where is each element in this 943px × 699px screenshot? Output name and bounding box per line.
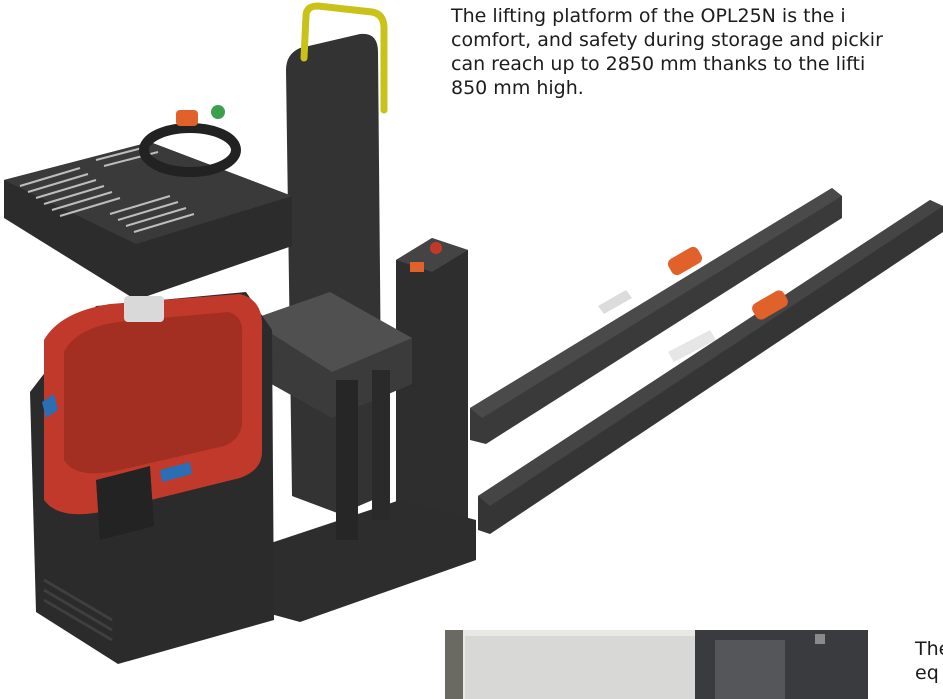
- intro-line: can reach up to 2850 mm thanks to the li…: [451, 53, 866, 75]
- intro-line: 850 mm high.: [451, 77, 584, 99]
- fork-right: [478, 200, 943, 534]
- battery-housing: [30, 292, 274, 664]
- intro-line: The lifting platform of the OPL25N is th…: [451, 5, 846, 27]
- backrest: [286, 2, 388, 515]
- caption-line: The: [915, 638, 943, 660]
- fork-left: [470, 188, 842, 444]
- caption-line: eq: [915, 662, 939, 684]
- control-console: [4, 105, 292, 300]
- operator-platform: [250, 292, 412, 418]
- platform-photo: [445, 630, 868, 699]
- mast-column: [396, 238, 468, 542]
- photo-caption: The eq: [915, 637, 943, 685]
- intro-paragraph: The lifting platform of the OPL25N is th…: [451, 4, 943, 100]
- chassis-frame: [220, 370, 476, 622]
- intro-line: comfort, and safety during storage and p…: [451, 29, 883, 51]
